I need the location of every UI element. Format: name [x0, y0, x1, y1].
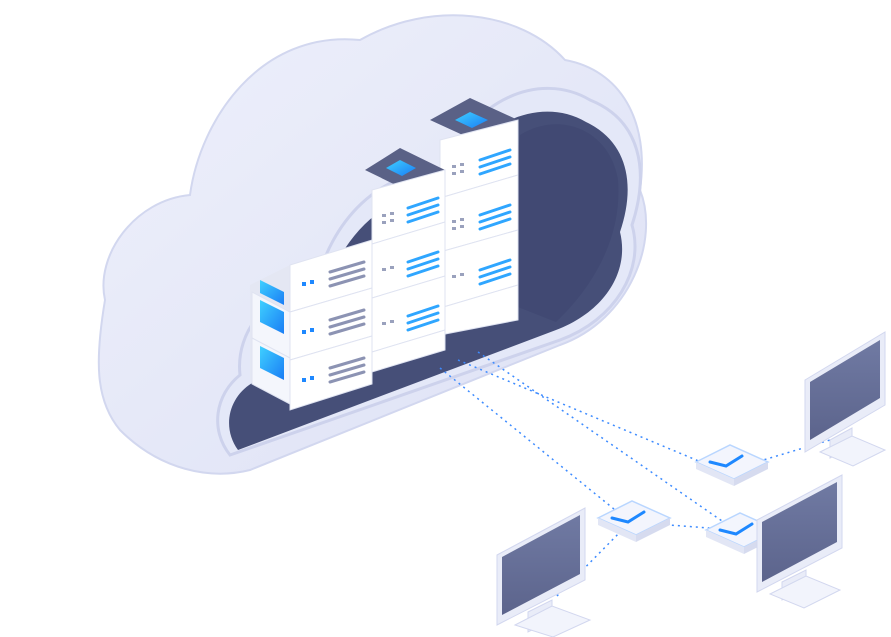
chip-icon	[455, 112, 488, 128]
monitor-icon	[496, 507, 592, 637]
server-screen-icon	[260, 346, 284, 380]
server-rack-icon	[250, 239, 373, 411]
server-rack-icon	[365, 148, 446, 373]
checkmark-node-icon	[694, 444, 770, 486]
server-screen-icon	[260, 300, 284, 334]
checkmark-node-icon	[596, 500, 672, 542]
monitor-icon	[804, 331, 887, 467]
server-rack-group	[250, 98, 519, 411]
chip-icon	[386, 160, 416, 176]
server-rack-icon	[430, 98, 519, 336]
server-screen-icon	[260, 280, 284, 305]
monitor-icon	[756, 474, 843, 609]
